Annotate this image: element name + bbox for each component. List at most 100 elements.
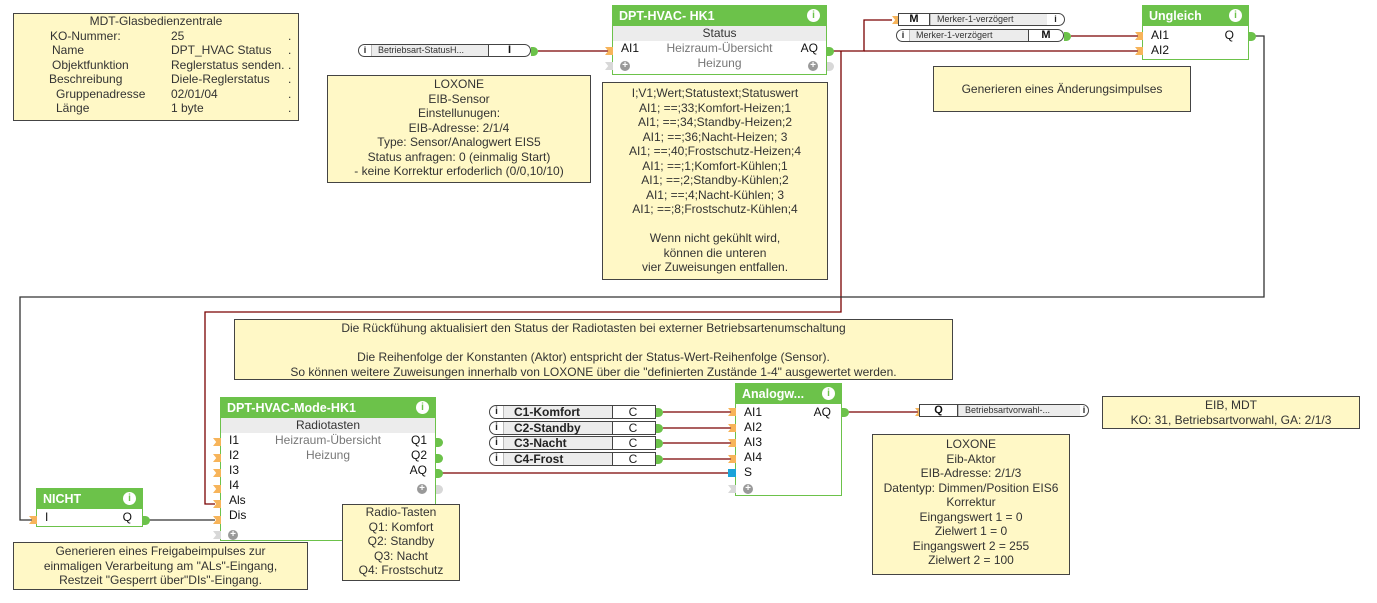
info-icon[interactable]: i	[495, 422, 498, 433]
output-pin[interactable]	[656, 455, 663, 464]
input-pin-ai2[interactable]	[1135, 47, 1143, 55]
info-icon[interactable]: i	[363, 45, 367, 55]
connector-name: Merker-1-verzögert	[909, 30, 1029, 41]
info-icon[interactable]: i	[1082, 405, 1086, 415]
connector-type: M	[1041, 29, 1051, 41]
info-icon[interactable]: i	[495, 406, 498, 417]
connector-type: Q	[920, 405, 958, 416]
add-output-icon[interactable]: +	[417, 484, 427, 494]
block-analogwert[interactable]: Analogw...i AI1 AQ AI2 AI3 AI4 S	[735, 383, 842, 496]
input-pin-i[interactable]	[29, 516, 37, 524]
note-line: AI1; ==;4;Nacht-Kühlen; 3	[645, 187, 785, 202]
info-icon[interactable]: i	[822, 387, 835, 400]
constant-type: C	[628, 452, 638, 466]
info-icon[interactable]: i	[1229, 9, 1242, 22]
input-label-ai1: AI1	[1151, 28, 1170, 42]
output-pin[interactable]	[656, 424, 663, 433]
info-icon[interactable]: i	[807, 9, 820, 22]
property-dot: .	[288, 28, 292, 43]
input-connector-merker-1-verzoegert[interactable]: i Merker-1-verzögert M	[896, 29, 1064, 42]
input-pin-ai4[interactable]	[728, 455, 736, 463]
output-pin-q[interactable]	[143, 516, 150, 525]
input-pin-add[interactable]	[728, 485, 736, 493]
info-icon[interactable]: i	[123, 492, 136, 505]
input-label-ai4: AI4	[744, 450, 763, 464]
note-line: Eingangswert 1 = 0	[919, 509, 1023, 524]
output-pin[interactable]	[1064, 32, 1071, 41]
input-pin-s[interactable]	[728, 469, 736, 477]
note-line	[235, 336, 952, 351]
add-input-icon[interactable]: +	[228, 530, 238, 540]
property-value: DPT_HVAC Status	[171, 43, 272, 57]
note-line: AI1; ==;40;Frostschutz-Heizen;4	[628, 144, 802, 158]
note-line: AI1; ==;34;Standby-Heizen;2	[637, 115, 793, 129]
input-pin-ai2[interactable]	[728, 424, 736, 432]
output-pin-aq[interactable]	[827, 47, 834, 56]
input-label-i2: I2	[229, 448, 240, 462]
input-pin-add[interactable]	[213, 531, 221, 539]
input-pin-als[interactable]	[213, 500, 221, 508]
input-label-dis: Dis	[229, 508, 247, 522]
property-value: 25	[171, 28, 185, 43]
input-pin-i1[interactable]	[213, 438, 221, 446]
note-line: - keine Korrektur erfoderlich (0/0,10/10…	[354, 164, 564, 178]
output-pin-add[interactable]	[436, 485, 443, 494]
note-line: Zielwert 1 = 0	[934, 524, 1008, 538]
info-icon[interactable]: i	[495, 453, 498, 464]
output-pin-q2[interactable]	[436, 454, 443, 463]
input-connector-betriebsart-status[interactable]: i Betriebsart-StatusH... I	[358, 44, 531, 57]
input-pin-i3[interactable]	[213, 469, 221, 477]
output-connector-merker-1-verzoegert[interactable]: M Merker-1-verzögert i	[898, 13, 1065, 26]
input-pin-ai1[interactable]	[605, 47, 613, 55]
add-output-icon[interactable]: +	[808, 61, 818, 71]
input-label-i4: I4	[229, 478, 240, 492]
output-pin[interactable]	[531, 47, 538, 56]
property-label: KO-Nummer:	[50, 28, 121, 43]
note-line: EIB-Sensor	[428, 91, 490, 106]
note-line: Korrektur	[946, 495, 996, 509]
note-line: Restzeit "Gesperrt über"DIs"-Eingang.	[59, 573, 262, 587]
input-pin-ai3[interactable]	[728, 439, 736, 447]
output-label-aq: AQ	[813, 405, 831, 419]
note-line: LOXONE	[945, 437, 996, 451]
output-pin-q1[interactable]	[436, 438, 443, 447]
info-icon[interactable]: i	[416, 401, 429, 414]
info-icon[interactable]: i	[495, 437, 498, 448]
constant-name: C3-Nacht	[503, 437, 613, 449]
output-pin-add[interactable]	[827, 62, 834, 71]
input-pin-i2[interactable]	[213, 454, 221, 462]
info-icon[interactable]: i	[901, 30, 905, 40]
note-line: Q3: Nacht	[373, 548, 429, 563]
constant-name: C2-Standby	[503, 422, 613, 434]
add-input-icon[interactable]: +	[620, 61, 630, 71]
add-input-icon[interactable]: +	[743, 484, 753, 494]
output-pin-aq[interactable]	[436, 469, 443, 478]
input-pin-dis[interactable]	[213, 516, 221, 524]
output-connector-betriebsartvorwahl[interactable]: Q Betriebsartvorwahl-... i	[919, 404, 1089, 417]
output-pin[interactable]	[656, 439, 663, 448]
info-icon[interactable]: i	[1054, 14, 1057, 24]
input-pin-ai1[interactable]	[728, 408, 736, 416]
output-pin-aq[interactable]	[842, 408, 849, 417]
property-label: Gruppenadresse	[56, 86, 146, 101]
note-line: Eingangswert 2 = 255	[912, 538, 1030, 553]
input-pin-merker[interactable]	[892, 16, 900, 24]
block-title: DPT-HVAC-Mode-HK1	[227, 401, 356, 415]
input-pin-i4[interactable]	[213, 485, 221, 493]
output-pin[interactable]	[656, 408, 663, 417]
property-label: Länge	[56, 101, 90, 115]
input-pin-add[interactable]	[605, 62, 613, 70]
input-pin-ai1[interactable]	[1135, 32, 1143, 40]
output-pin-q[interactable]	[1249, 32, 1256, 41]
